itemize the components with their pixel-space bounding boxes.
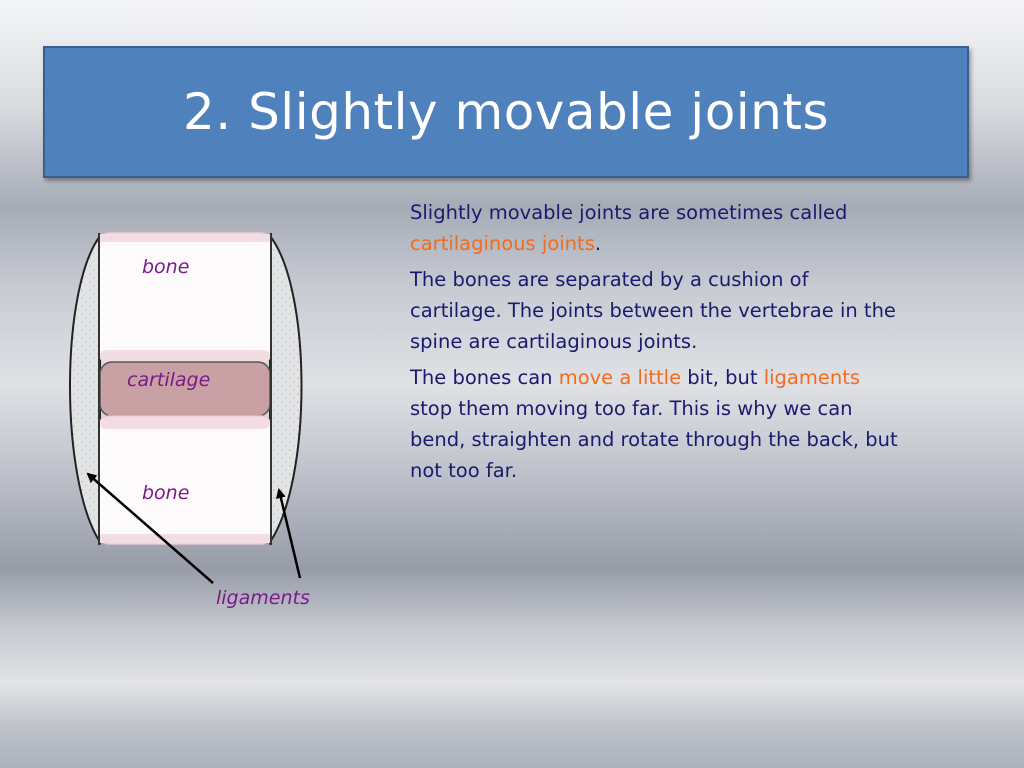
body-text: Slightly movable joints are sometimes ca… <box>410 197 900 491</box>
arrow-right <box>275 488 302 579</box>
label-bone-bottom: bone <box>142 482 190 504</box>
bone-top-top-rim <box>100 234 270 242</box>
label-bone-top: bone <box>142 256 190 278</box>
label-cartilage: cartilage <box>127 369 211 391</box>
bone-bottom-bottom-rim <box>100 534 270 543</box>
paragraph-3: The bones can move a little bit, but lig… <box>410 362 900 486</box>
slide-title: 2. Slightly movable joints <box>182 83 830 141</box>
p3-highlight-1: move a little <box>558 366 682 389</box>
bone-top-shape <box>98 232 272 364</box>
arrow-left <box>86 472 214 584</box>
label-ligaments: ligaments <box>216 587 310 609</box>
p3-c: stop them moving too far. This is why we… <box>410 397 898 482</box>
ligament-right <box>269 233 303 546</box>
p1-highlight: cartilaginous joints <box>410 232 595 255</box>
p3-highlight-2: ligaments <box>763 366 861 389</box>
paragraph-1: Slightly movable joints are sometimes ca… <box>410 197 900 259</box>
p1-end: . <box>594 232 602 255</box>
p3-b: bit, but <box>681 366 764 389</box>
ligament-left <box>69 232 101 546</box>
bone-bottom-rim <box>100 417 270 429</box>
p3-a: The bones can <box>410 366 559 389</box>
bone-bottom-shape <box>98 415 272 545</box>
p1-text: Slightly movable joints are sometimes ca… <box>410 201 848 224</box>
paragraph-2: The bones are separated by a cushion of … <box>410 268 896 353</box>
title-box: 2. Slightly movable joints <box>43 46 969 178</box>
bone-top-rim <box>100 350 270 362</box>
